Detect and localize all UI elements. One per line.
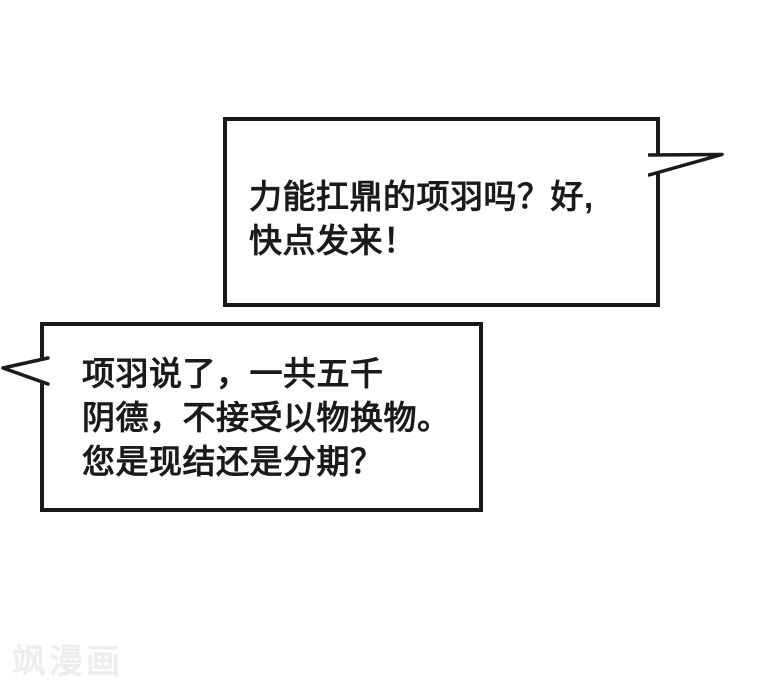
bubble-tail-left-icon	[1, 356, 50, 386]
speech-text-top: 力能扛鼎的项羽吗？好, 快点发来！	[249, 175, 594, 263]
speech-line: 力能扛鼎的项羽吗？好,	[249, 178, 594, 215]
speech-line: 阴德，不接受以物换物。	[82, 399, 451, 436]
bubble-tail-right-icon	[648, 152, 724, 177]
speech-line: 项羽说了，一共五千	[82, 355, 384, 392]
speech-line: 快点发来！	[249, 222, 417, 259]
speech-line: 您是现结还是分期？	[82, 443, 384, 480]
speech-text-bottom: 项羽说了，一共五千 阴德，不接受以物换物。 您是现结还是分期？	[82, 352, 451, 484]
watermark: 飒漫画	[12, 643, 123, 681]
speech-bubble-bottom: 项羽说了，一共五千 阴德，不接受以物换物。 您是现结还是分期？	[40, 322, 483, 512]
speech-bubble-top: 力能扛鼎的项羽吗？好, 快点发来！	[223, 117, 660, 307]
